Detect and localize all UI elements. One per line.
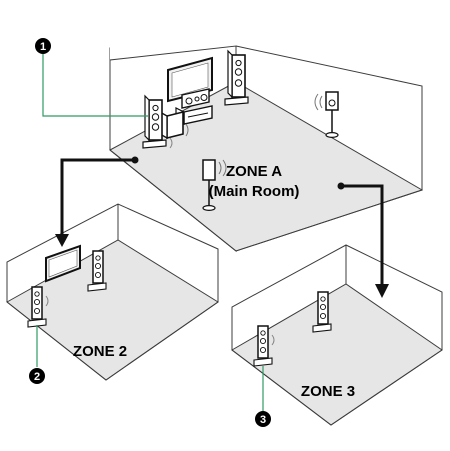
zone-2-tv (45, 244, 81, 283)
zone-a-room: ZONE A (Main Room) (109, 45, 424, 253)
zone-a-subtitle: (Main Room) (209, 183, 300, 200)
tv (167, 56, 213, 103)
center-speaker (181, 88, 210, 109)
zone-3-speaker-left (253, 325, 275, 367)
marker-1-label: 1 (40, 41, 46, 53)
zone-3-room: ZONE 3 (231, 244, 443, 426)
surround-right-speaker (314, 91, 339, 139)
marker-2: 2 (29, 368, 45, 384)
zone-3-speaker-right (312, 291, 332, 333)
zone-3-title: ZONE 3 (301, 383, 355, 400)
marker-2-label: 2 (34, 371, 40, 383)
surround-left-speaker (202, 159, 227, 212)
arrow-to-zone-2 (55, 156, 139, 247)
marker-3: 3 (255, 411, 271, 427)
zone-2-speaker-right (87, 250, 107, 292)
zone-2-speaker-left (27, 286, 49, 328)
front-left-speaker (142, 94, 167, 149)
leader-line-1 (42, 54, 148, 117)
zone-2-title: ZONE 2 (73, 343, 127, 360)
subwoofer (159, 110, 189, 140)
zone-2-room: ZONE 2 (6, 203, 219, 381)
marker-3-label: 3 (260, 414, 266, 426)
arrow-to-zone-3 (337, 182, 389, 298)
marker-1: 1 (35, 38, 51, 54)
front-right-speaker (224, 49, 249, 106)
zone-a-title: ZONE A (226, 163, 282, 180)
